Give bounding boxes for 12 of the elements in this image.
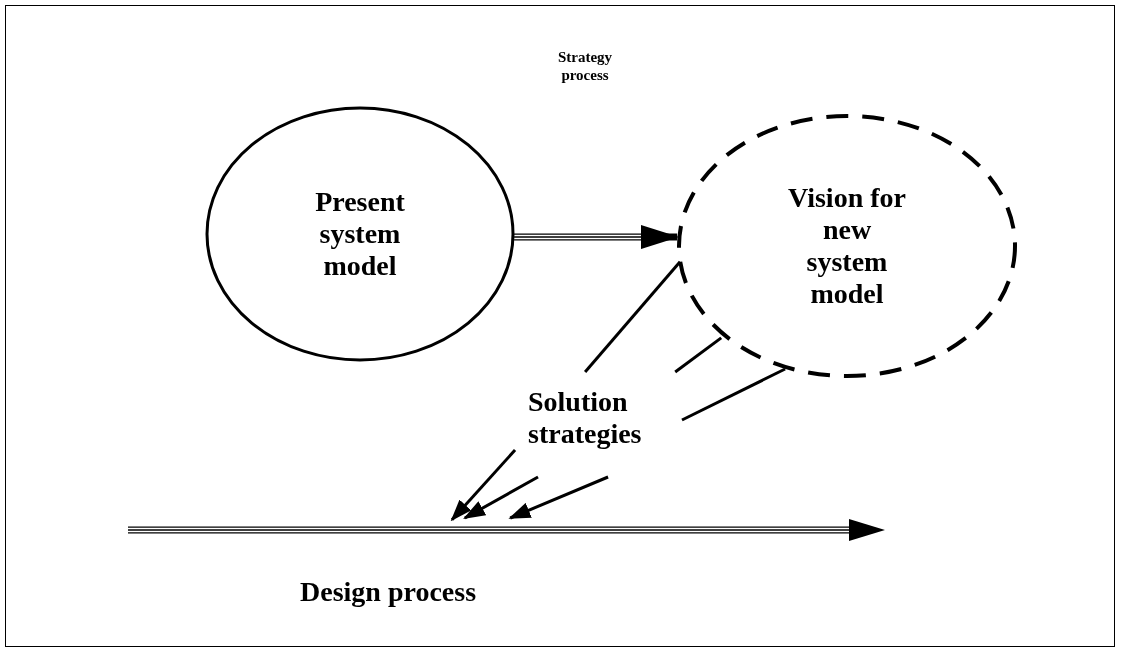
node-label: Present system model — [314, 185, 406, 283]
arrow — [463, 475, 539, 520]
connector-line — [583, 260, 682, 373]
arrow — [514, 225, 679, 250]
node-label: Solution strategies — [528, 386, 643, 451]
arrow — [450, 449, 517, 522]
connector-line — [674, 336, 723, 374]
node-label: Vision for new system model — [787, 181, 907, 311]
diagram-label: Strategy process — [556, 48, 614, 84]
node-label: Design process — [300, 576, 477, 609]
connector-line — [681, 367, 786, 422]
arrow — [508, 475, 609, 520]
